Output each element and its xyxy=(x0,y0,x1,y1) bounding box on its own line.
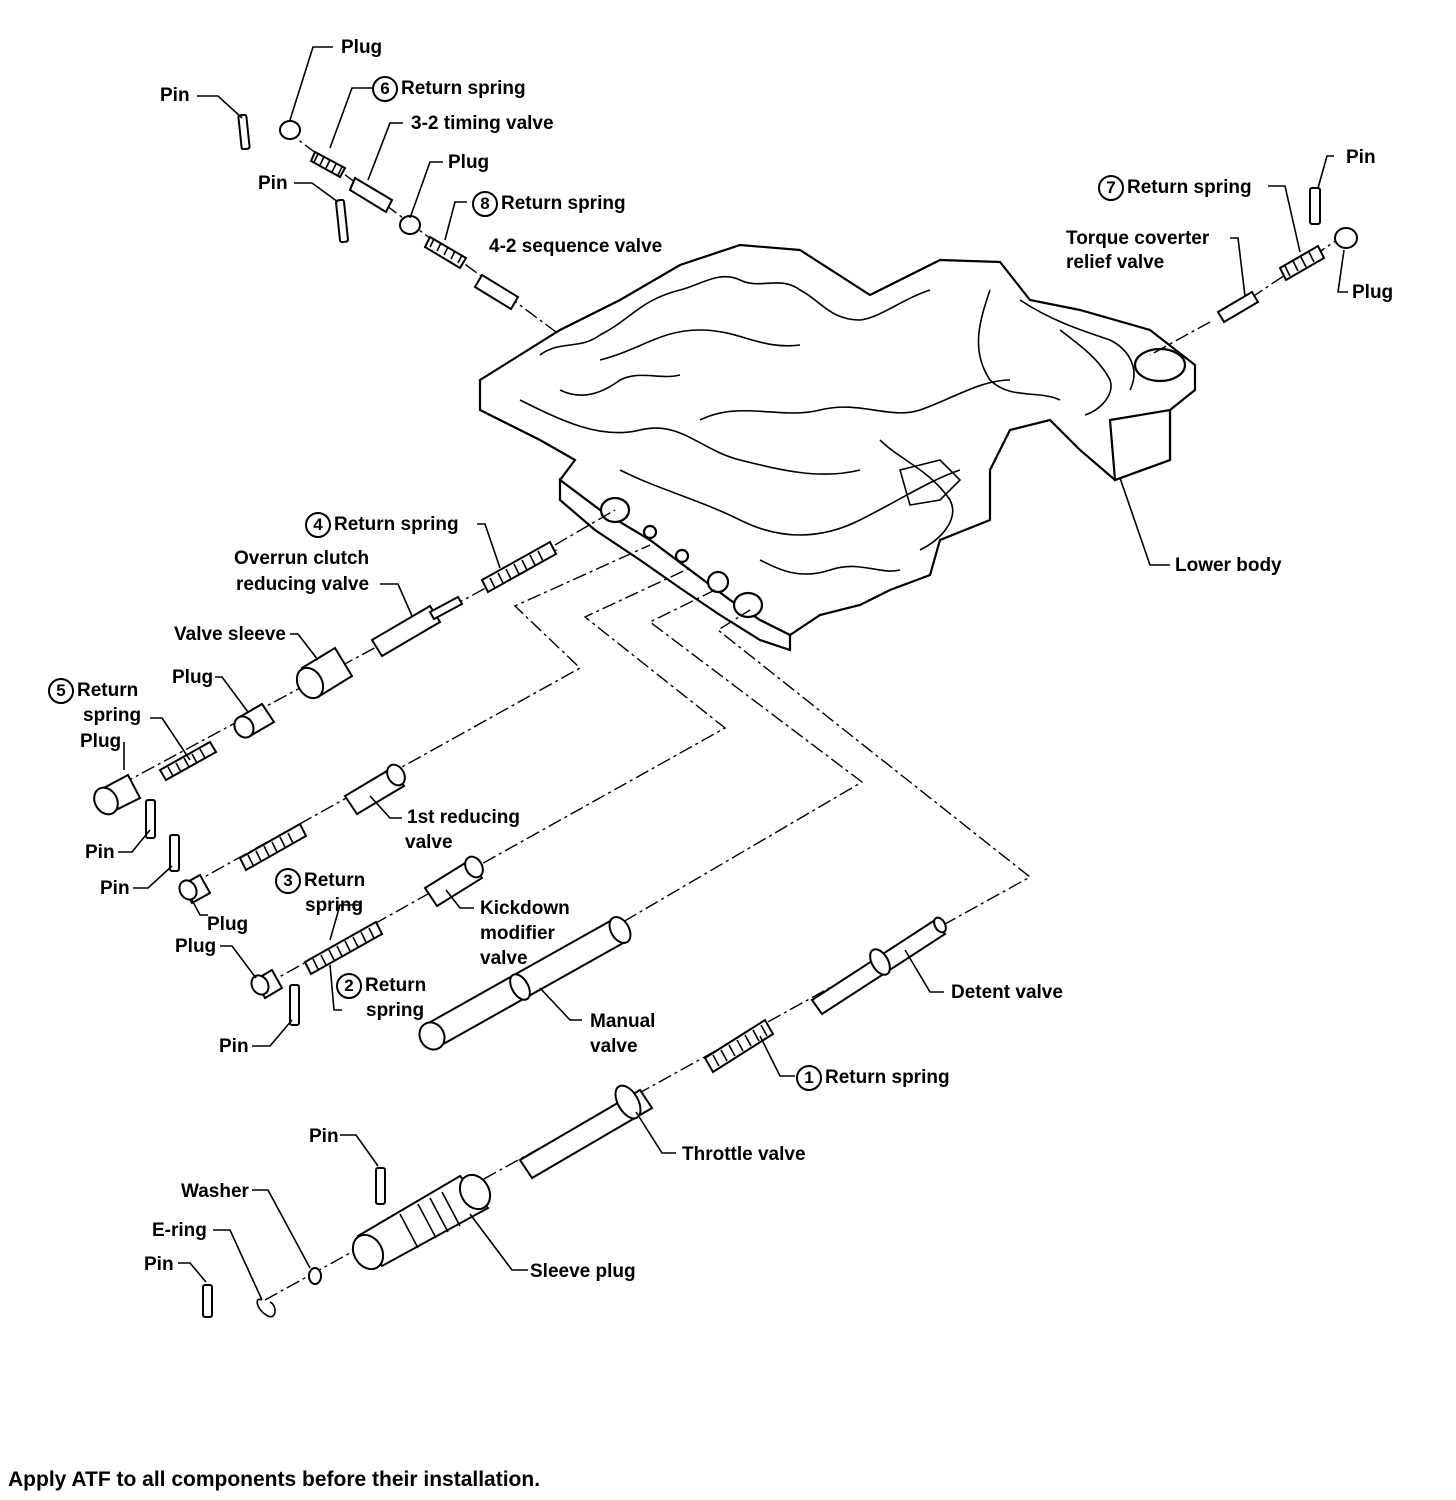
overrun-clutch-valve-part xyxy=(370,604,442,658)
label-manual-1: Manual xyxy=(590,1011,656,1032)
sequence-valve-42-part xyxy=(473,273,520,311)
label-washer: Washer xyxy=(181,1181,249,1202)
label-first-reducing-2: valve xyxy=(405,832,453,853)
bottom-parts xyxy=(202,916,947,1318)
callout-4: 4 xyxy=(305,512,331,538)
label-plug-top: Plug xyxy=(341,37,383,58)
pin-left2-part xyxy=(335,198,349,244)
label-kickdown-2: modifier xyxy=(480,923,555,944)
label-kickdown-3: valve xyxy=(480,948,528,969)
callout-7: 7 xyxy=(1098,175,1124,201)
pin-right-part xyxy=(1309,187,1321,225)
label-return-spring-8-text: Return spring xyxy=(501,193,626,215)
label-overrun-2: reducing valve xyxy=(236,574,370,595)
top-right-parts xyxy=(1216,187,1358,324)
callout-2: 2 xyxy=(336,973,362,999)
callout-8: 8 xyxy=(472,191,498,217)
label-sleeve-plug: Sleeve plug xyxy=(530,1261,636,1282)
label-manual-2: valve xyxy=(590,1036,638,1057)
return-spring-7-part xyxy=(1278,244,1326,282)
plug-top-part xyxy=(279,120,301,140)
label-pin-b: Pin xyxy=(100,878,130,899)
label-plug-right: Plug xyxy=(1352,282,1394,303)
label-throttle-valve: Throttle valve xyxy=(682,1144,806,1165)
label-valve-sleeve: Valve sleeve xyxy=(174,624,286,645)
label-return-5-text: Return xyxy=(77,680,139,702)
label-timing-valve-32: 3-2 timing valve xyxy=(411,113,554,134)
center-parts xyxy=(178,763,632,1051)
callout-3: 3 xyxy=(275,868,301,894)
label-pin-left2: Pin xyxy=(258,173,288,194)
label-sequence-valve-42: 4-2 sequence valve xyxy=(489,236,663,257)
plug-mid-part xyxy=(399,215,421,235)
label-plug-mid: Plug xyxy=(448,152,490,173)
label-return-2b: spring xyxy=(366,1000,425,1021)
callout-6: 6 xyxy=(372,76,398,102)
label-return-2-text: Return xyxy=(365,975,427,997)
torque-converter-part xyxy=(1216,290,1260,324)
return-spring-1-part xyxy=(703,1018,775,1074)
e-ring-part xyxy=(256,1298,276,1318)
lower-body-casting xyxy=(478,243,1197,652)
callout-1: 1 xyxy=(796,1065,822,1091)
label-return-3-text: Return xyxy=(304,870,366,892)
label-e-ring: E-ring xyxy=(152,1220,207,1241)
label-plug-3: Plug xyxy=(207,914,249,935)
label-overrun-1: Overrun clutch xyxy=(234,548,370,569)
timing-valve-32-part xyxy=(348,176,394,214)
pin-c-part xyxy=(289,984,300,1026)
label-torque-converter-2: relief valve xyxy=(1066,252,1165,273)
throttle-valve-part xyxy=(518,1088,654,1180)
label-return-5b: spring xyxy=(83,705,142,726)
label-plug-5: Plug xyxy=(172,667,214,688)
washer-part xyxy=(308,1267,322,1285)
plug-right-part xyxy=(1334,227,1358,249)
label-return-3b: spring xyxy=(305,895,364,916)
label-return-spring-1-text: Return spring xyxy=(825,1067,950,1089)
label-pin-e: Pin xyxy=(144,1254,174,1275)
label-pin-right: Pin xyxy=(1346,147,1376,168)
middle-left-parts xyxy=(93,540,558,872)
label-kickdown-1: Kickdown xyxy=(480,898,570,919)
label-return-spring-4-text: Return spring xyxy=(334,514,459,536)
pin-top-left-part xyxy=(237,113,251,151)
label-pin-d: Pin xyxy=(309,1126,339,1147)
label-return-spring-7-text: Return spring xyxy=(1127,177,1252,199)
label-first-reducing-1: 1st reducing xyxy=(407,807,520,828)
return-spring-3-part xyxy=(238,822,308,872)
label-plug-5b: Plug xyxy=(80,731,122,752)
label-plug-2: Plug xyxy=(175,936,217,957)
label-torque-converter-1: Torque coverter xyxy=(1066,228,1210,249)
callout-5: 5 xyxy=(48,678,74,704)
label-return-spring-6-text: Return spring xyxy=(401,78,526,100)
pin-e-part xyxy=(202,1284,213,1318)
top-left-parts xyxy=(237,113,520,311)
label-lower-body: Lower body xyxy=(1175,555,1282,576)
label-detent-valve: Detent valve xyxy=(951,982,1063,1003)
label-pin-c: Pin xyxy=(219,1036,249,1057)
label-pin-a: Pin xyxy=(85,842,115,863)
label-pin-top-left: Pin xyxy=(160,85,190,106)
pin-b-part xyxy=(169,834,180,872)
leader-lines xyxy=(118,46,1348,1301)
installation-note: Apply ATF to all components before their… xyxy=(8,1468,541,1491)
pin-d-part xyxy=(375,1167,386,1205)
pin-a-part xyxy=(145,799,156,839)
